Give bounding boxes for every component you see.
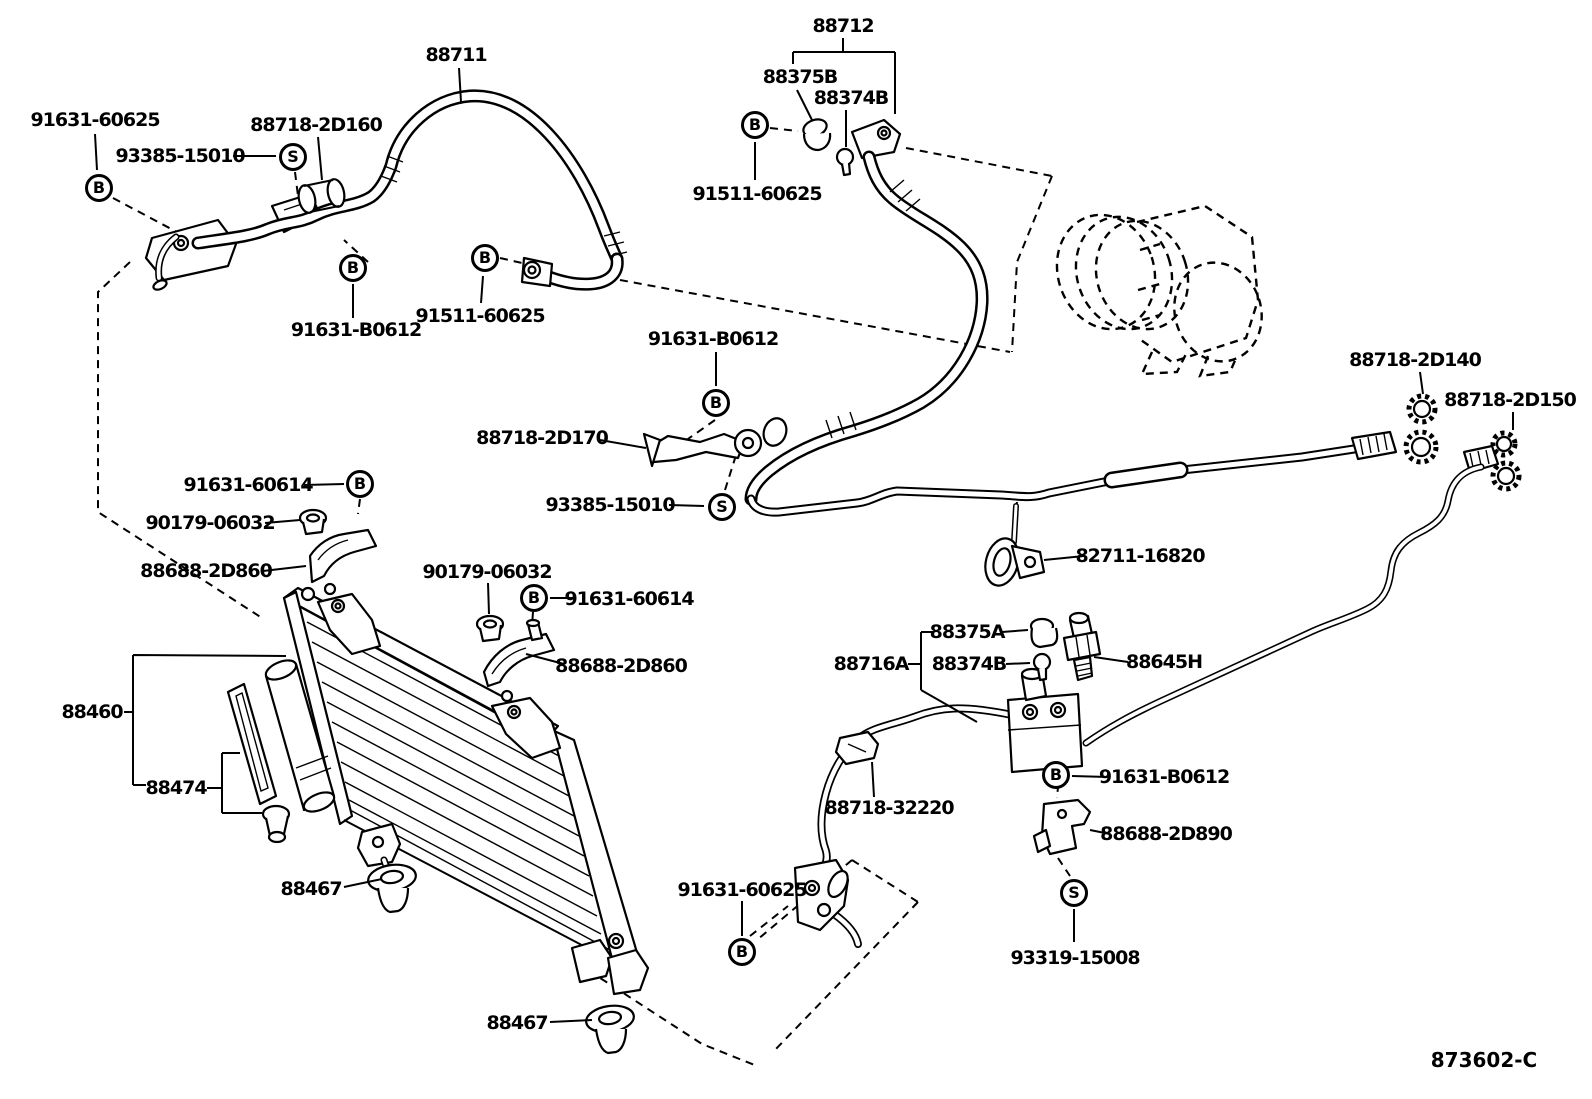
valve-88374B	[1032, 652, 1052, 682]
clamp-82711-16820	[984, 503, 1046, 587]
part-label-88718-2D160: 88718-2D160	[250, 114, 383, 136]
part-label-88375A: 88375A	[929, 621, 1006, 643]
part-label-88474: 88474	[145, 777, 207, 799]
bracket-88688-2D860-right	[482, 618, 556, 688]
callout-circle-b-4: B	[741, 111, 769, 139]
suction-pipe	[746, 430, 1398, 517]
part-label-88467: 88467	[280, 878, 342, 900]
pipe-threaded-end	[1350, 430, 1398, 461]
part-label-91511-60625: 91511-60625	[692, 183, 822, 205]
drawing-number: 873602-C	[1430, 1048, 1538, 1072]
callout-circle-b-2: B	[339, 254, 367, 282]
clamp-88718-32220	[834, 730, 880, 766]
receiver-bracket-strip	[226, 682, 291, 844]
part-label-90179-06032: 90179-06032	[145, 512, 275, 534]
nut-90179-06032-right	[475, 614, 505, 643]
leader-lines	[94, 38, 1514, 1023]
part-label-91631-60614: 91631-60614	[564, 588, 694, 610]
hose-clamp-88718-2D160	[297, 178, 346, 214]
hose-top-fitting	[850, 118, 902, 160]
part-label-88718-2D140: 88718-2D140	[1349, 349, 1482, 371]
part-label-91631-B0612: 91631-B0612	[1098, 766, 1230, 788]
part-label-88688-2D860: 88688-2D860	[140, 560, 273, 582]
condenser-foot-left	[570, 938, 614, 984]
part-label-88711: 88711	[425, 44, 487, 66]
callout-circle-b-0: B	[85, 174, 113, 202]
part-label-93319-15008: 93319-15008	[1010, 947, 1140, 969]
part-label-91631-B0612: 91631-B0612	[647, 328, 779, 350]
part-label-88374B: 88374B	[813, 87, 890, 109]
part-label-88688-2D890: 88688-2D890	[1100, 823, 1233, 845]
part-label-88375B: 88375B	[762, 66, 839, 88]
condenser-mount-right	[490, 696, 562, 760]
nut-90179-06032-left	[298, 508, 328, 536]
part-label-91511-60625: 91511-60625	[415, 305, 545, 327]
evaporator-pipe-bracket	[793, 858, 862, 948]
bracket-88688-2D890	[1032, 798, 1092, 856]
condenser	[282, 582, 650, 996]
discharge-hose-88712	[744, 118, 989, 506]
callout-circle-s-1: S	[279, 143, 307, 171]
suction-hose-88711	[191, 89, 628, 291]
part-label-93385-15010: 93385-15010	[115, 145, 245, 167]
callout-circle-b-3: B	[471, 244, 499, 272]
part-label-90179-06032: 90179-06032	[422, 561, 552, 583]
part-label-93385-15010: 93385-15010	[545, 494, 675, 516]
part-label-88718-2D170: 88718-2D170	[476, 427, 609, 449]
callout-circle-b-8: B	[520, 584, 548, 612]
valve-88374B-top	[835, 147, 855, 177]
part-label-88712: 88712	[812, 15, 874, 37]
grommet-88467-upper	[367, 863, 417, 914]
bracket-88718-2D170	[642, 417, 788, 468]
compressor-phantom	[1055, 204, 1263, 378]
part-label-88374B: 88374B	[931, 653, 1008, 675]
part-label-88716A: 88716A	[833, 653, 910, 675]
liquid-line	[1082, 444, 1500, 747]
grommet-88375B	[802, 118, 832, 152]
callout-circle-b-9: B	[1042, 761, 1070, 789]
hose-rib-marks	[380, 155, 628, 257]
condenser-foot-right	[606, 948, 650, 996]
part-label-88467: 88467	[486, 1012, 548, 1034]
clamp-88718-2D150	[1490, 430, 1522, 492]
part-label-91631-60625: 91631-60625	[677, 879, 807, 901]
callout-circle-s-10: S	[1060, 879, 1088, 907]
hose-rib-marks	[825, 179, 921, 439]
bracket-88688-2D860-left	[308, 528, 378, 584]
callout-circle-b-7: B	[346, 470, 374, 498]
part-label-88718-2D150: 88718-2D150	[1444, 389, 1577, 411]
callout-circle-b-11: B	[728, 938, 756, 966]
callout-circle-s-6: S	[708, 493, 736, 521]
grommet-88467-lower	[585, 1004, 635, 1055]
part-label-88688-2D860: 88688-2D860	[555, 655, 688, 677]
part-label-91631-60625: 91631-60625	[30, 109, 160, 131]
callout-circle-b-5: B	[702, 389, 730, 417]
clamp-88718-2D140	[1403, 393, 1439, 465]
cap-88375A	[1029, 617, 1059, 649]
part-label-88460: 88460	[61, 701, 123, 723]
receiver-drier	[264, 659, 336, 813]
pressure-switch-88645H	[1062, 611, 1102, 682]
condenser-mount-left	[316, 592, 382, 656]
part-label-82711-16820: 82711-16820	[1075, 545, 1205, 567]
part-label-91631-60614: 91631-60614	[183, 474, 313, 496]
part-label-91631-B0612: 91631-B0612	[290, 319, 422, 341]
part-label-88718-32220: 88718-32220	[824, 797, 954, 819]
part-label-88645H: 88645H	[1125, 651, 1203, 673]
condenser-fins	[306, 621, 602, 935]
